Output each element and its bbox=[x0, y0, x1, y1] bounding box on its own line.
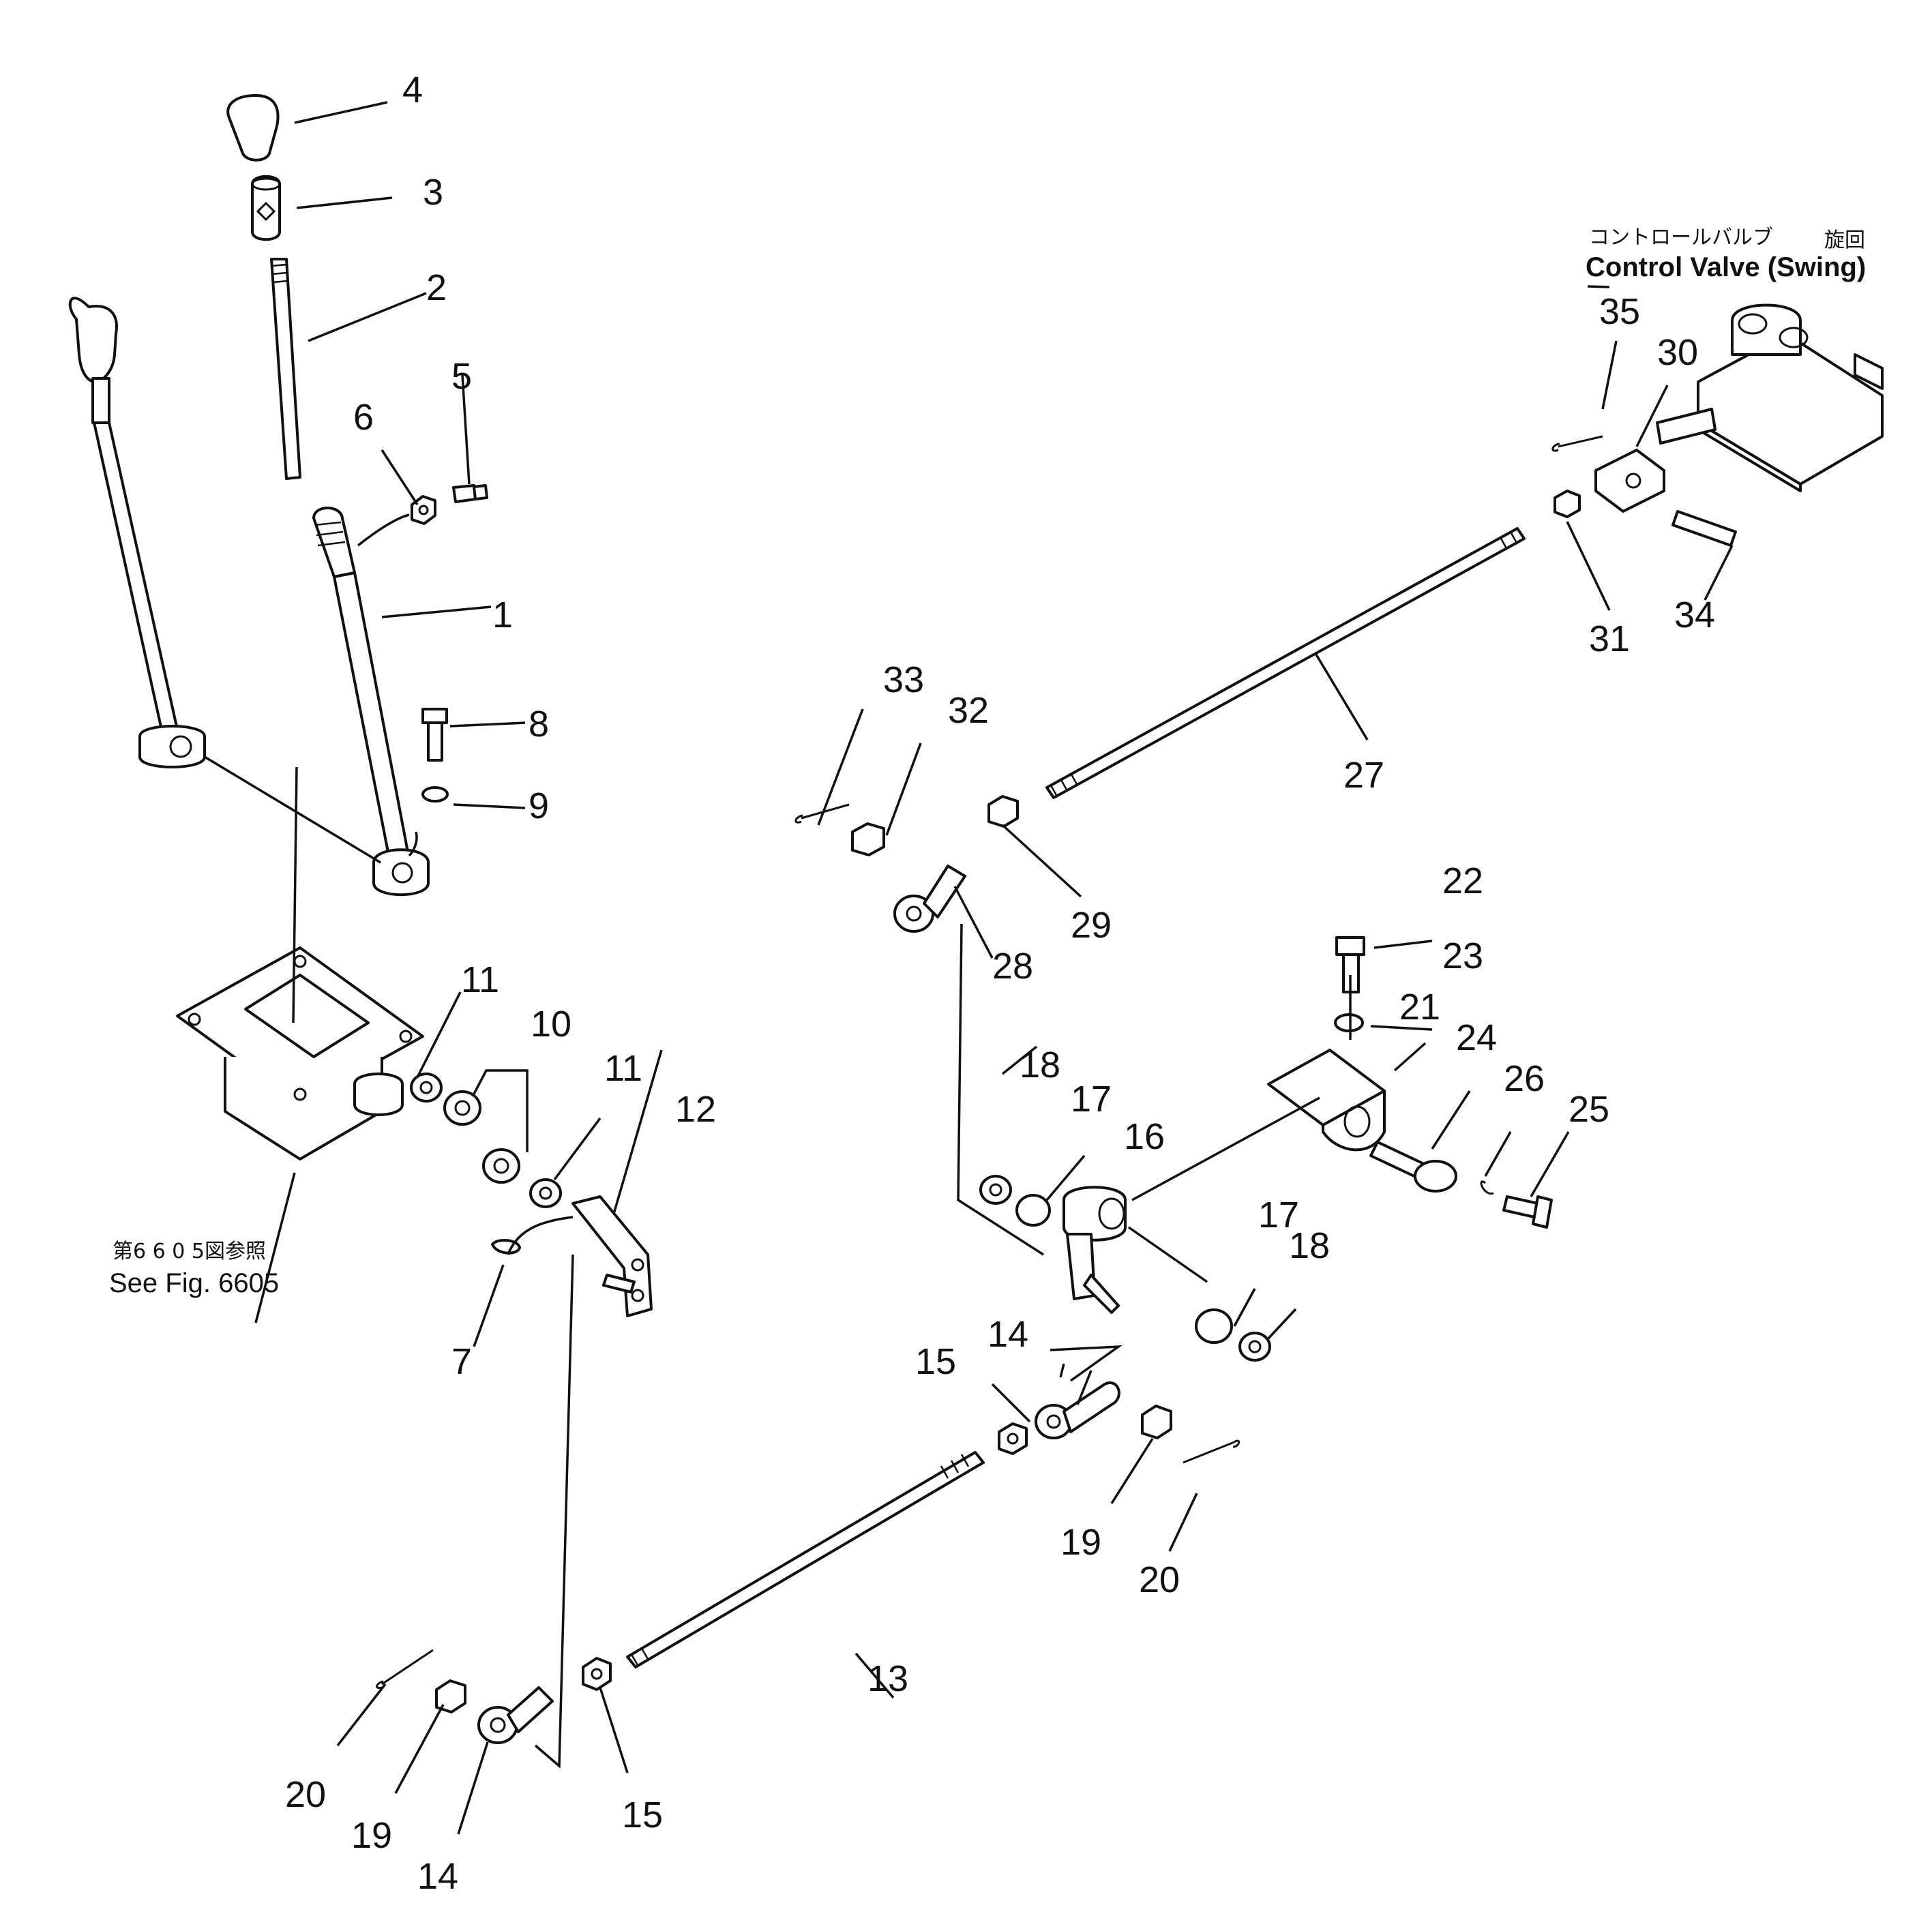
callout-28: 28 bbox=[992, 946, 1033, 987]
callout-10: 10 bbox=[531, 1004, 571, 1045]
bracket-part-12 bbox=[571, 1195, 653, 1317]
callout-29: 29 bbox=[1071, 905, 1112, 946]
washer-part-23 bbox=[1334, 1013, 1364, 1032]
callout-15b: 15 bbox=[915, 1341, 956, 1382]
callout-2: 2 bbox=[426, 267, 447, 308]
rod-end-part-28 bbox=[893, 865, 966, 933]
lever-base-housing bbox=[176, 946, 424, 1160]
callout-33: 33 bbox=[883, 659, 924, 700]
caption-see-fig-jp: 第6 6 0 5図参照 bbox=[113, 1240, 266, 1263]
cotter-pin-part-20-lower bbox=[376, 1649, 434, 1690]
callout-21: 21 bbox=[1399, 987, 1440, 1028]
captions: コントロールバルブ 旋回 Control Valve (Swing) 第6 6 … bbox=[109, 226, 1866, 1298]
pin-part-34 bbox=[1671, 510, 1737, 547]
lever-part-1 bbox=[312, 507, 430, 897]
control-valve-swing bbox=[1656, 303, 1884, 492]
link-part-16 bbox=[1062, 1186, 1127, 1314]
bracket-part-21 bbox=[1267, 1049, 1386, 1152]
callout-14b: 14 bbox=[987, 1314, 1028, 1355]
callout-18a: 18 bbox=[1020, 1045, 1060, 1085]
clip-part-26 bbox=[1480, 1180, 1494, 1195]
rod-end-part-14-upper bbox=[1035, 1381, 1120, 1439]
callout-11b: 11 bbox=[604, 1048, 642, 1089]
bolt-part-25 bbox=[1502, 1195, 1553, 1229]
callout-8: 8 bbox=[529, 704, 549, 745]
sleeve-part-3 bbox=[251, 175, 281, 241]
pin-part-24 bbox=[1369, 1141, 1457, 1193]
nut-part-15-upper bbox=[998, 1422, 1028, 1455]
nut-part-19-upper bbox=[1141, 1405, 1172, 1439]
nut-part-31 bbox=[1554, 490, 1581, 518]
cotter-pin-part-35 bbox=[1551, 435, 1603, 452]
callout-9: 9 bbox=[529, 785, 549, 826]
callout-19a: 19 bbox=[351, 1815, 392, 1856]
bushing-set-part-10-11 bbox=[410, 1073, 562, 1208]
nut-part-15-lower bbox=[582, 1657, 612, 1691]
callout-3: 3 bbox=[423, 172, 443, 213]
callout-5: 5 bbox=[451, 356, 472, 397]
callout-7: 7 bbox=[451, 1341, 472, 1382]
cotter-pin-part-33 bbox=[794, 803, 850, 824]
cotter-pin-part-20-upper bbox=[1183, 1439, 1240, 1464]
callout-20b: 20 bbox=[1139, 1559, 1180, 1600]
callout-17b: 17 bbox=[1258, 1195, 1299, 1235]
callout-12: 12 bbox=[675, 1089, 716, 1130]
callout-30: 30 bbox=[1657, 332, 1698, 373]
callout-18b: 18 bbox=[1289, 1225, 1330, 1266]
rear-lever-illustration bbox=[68, 297, 206, 768]
caption-control-valve-jp: コントロールバルブ bbox=[1589, 226, 1773, 250]
caption-see-fig-en: See Fig. 6605 bbox=[109, 1268, 279, 1298]
knob-part-4 bbox=[226, 94, 280, 162]
callout-32: 32 bbox=[948, 690, 989, 731]
caption-control-valve-en: Control Valve (Swing) bbox=[1586, 252, 1866, 282]
callout-20a: 20 bbox=[285, 1774, 326, 1815]
callout-14a: 14 bbox=[417, 1856, 458, 1897]
bolt-part-5 bbox=[452, 484, 488, 503]
callout-labels: 1 2 3 4 5 6 7 8 9 10 11 11 12 13 14 14 1… bbox=[285, 70, 1715, 1897]
clevis-part-30 bbox=[1594, 449, 1665, 513]
rod-part-13 bbox=[626, 1451, 985, 1668]
nut-part-29 bbox=[987, 795, 1019, 828]
callout-15a: 15 bbox=[622, 1795, 663, 1835]
nut-part-32 bbox=[851, 822, 885, 856]
nut-part-19-lower bbox=[435, 1679, 466, 1713]
callout-1: 1 bbox=[492, 595, 513, 635]
callout-13: 13 bbox=[867, 1658, 908, 1699]
callout-17a: 17 bbox=[1071, 1079, 1112, 1120]
leader-lines bbox=[204, 101, 1734, 1835]
callout-23: 23 bbox=[1442, 935, 1483, 976]
washer-part-9 bbox=[421, 786, 449, 803]
bolt-part-8 bbox=[421, 708, 448, 762]
callout-34: 34 bbox=[1674, 595, 1715, 635]
callout-24: 24 bbox=[1456, 1017, 1497, 1058]
callout-26: 26 bbox=[1504, 1058, 1545, 1099]
callout-11a: 11 bbox=[461, 959, 499, 1000]
callout-19b: 19 bbox=[1060, 1522, 1101, 1563]
bushing-set-part-17-18 bbox=[979, 1175, 1271, 1362]
caption-swing-jp: 旋回 bbox=[1824, 228, 1865, 252]
callout-35: 35 bbox=[1599, 291, 1640, 332]
callout-6: 6 bbox=[353, 397, 374, 438]
callout-27: 27 bbox=[1343, 755, 1384, 796]
callout-22: 22 bbox=[1442, 860, 1483, 901]
callout-4: 4 bbox=[402, 70, 423, 110]
rod-part-2 bbox=[270, 258, 301, 480]
callout-16: 16 bbox=[1124, 1116, 1165, 1157]
rod-part-27 bbox=[1045, 527, 1526, 799]
bolt-part-22 bbox=[1335, 936, 1365, 993]
callout-25: 25 bbox=[1569, 1089, 1609, 1130]
rod-end-part-14-lower bbox=[477, 1686, 554, 1744]
callout-31: 31 bbox=[1589, 618, 1630, 659]
